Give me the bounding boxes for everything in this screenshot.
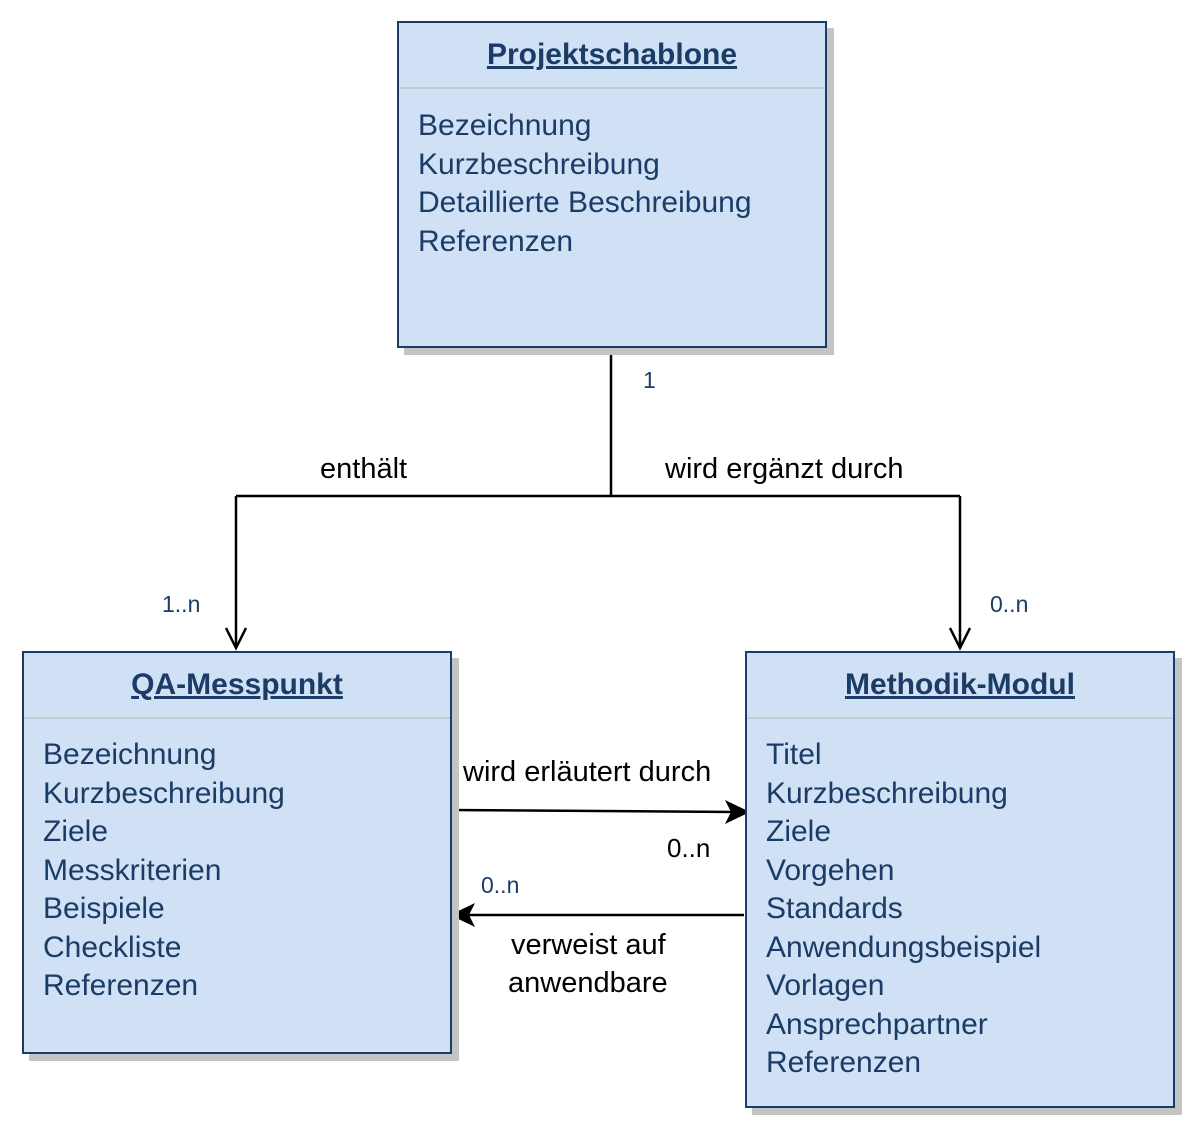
association-label-wird-ergaenzt-durch: wird ergänzt durch xyxy=(665,453,904,485)
association-label-enthaelt: enthält xyxy=(320,453,408,485)
attribute-item: Anwendungsbeispiel xyxy=(766,930,1042,964)
attribute-item: Ziele xyxy=(766,815,832,848)
association-label-verweist-auf-line1: verweist auf xyxy=(511,929,666,961)
class-title-projektschablone: Projektschablone xyxy=(399,23,825,89)
multiplicity-target-enthaelt: 1..n xyxy=(162,591,201,617)
open-arrowhead-methodik-modul xyxy=(948,627,972,651)
class-title-methodik-modul: Methodik-Modul xyxy=(747,653,1173,719)
attribute-item: Titel xyxy=(766,738,822,771)
association-label-wird-erlaeutert-durch: wird erläutert durch xyxy=(463,756,712,788)
attribute-item: Bezeichnung xyxy=(418,109,592,142)
attribute-item: Vorgehen xyxy=(766,853,895,887)
class-title-qa-messpunkt: QA-Messpunkt xyxy=(24,653,450,719)
filled-arrowhead-methodik-modul xyxy=(725,800,750,824)
association-label-verweist-auf-line2: anwendbare xyxy=(508,967,668,999)
multiplicity-source-enthaelt: 1 xyxy=(643,367,656,393)
multiplicity-target-verweist-auf: 0..n xyxy=(481,872,520,898)
multiplicity-target-wird-erlaeutert-durch: 0..n xyxy=(667,833,711,863)
open-arrowhead-qa-messpunkt xyxy=(224,627,248,651)
attribute-item: Detaillierte Beschreibung xyxy=(418,186,752,219)
attribute-item: Vorlagen xyxy=(766,969,885,1002)
attribute-item: Referenzen xyxy=(766,1046,922,1079)
attribute-item: Beispiele xyxy=(43,892,165,925)
connector-erlaeutert xyxy=(447,808,736,814)
multiplicity-target-wird-ergaenzt-durch: 0..n xyxy=(990,591,1029,617)
attribute-item: Bezeichnung xyxy=(43,738,217,771)
attribute-item: Standards xyxy=(766,892,903,925)
attribute-item: Kurzbeschreibung xyxy=(766,776,1008,810)
attribute-item: Referenzen xyxy=(43,969,199,1002)
attribute-item: Kurzbeschreibung xyxy=(418,147,660,181)
attribute-item: Ziele xyxy=(43,815,109,848)
attribute-item: Messkriterien xyxy=(43,853,222,887)
filled-arrowhead-qa-messpunkt xyxy=(450,903,475,927)
attribute-item: Kurzbeschreibung xyxy=(43,776,285,810)
attribute-item: Referenzen xyxy=(418,224,574,258)
attribute-item: Checkliste xyxy=(43,930,182,964)
attribute-item: Ansprechpartner xyxy=(766,1007,988,1041)
